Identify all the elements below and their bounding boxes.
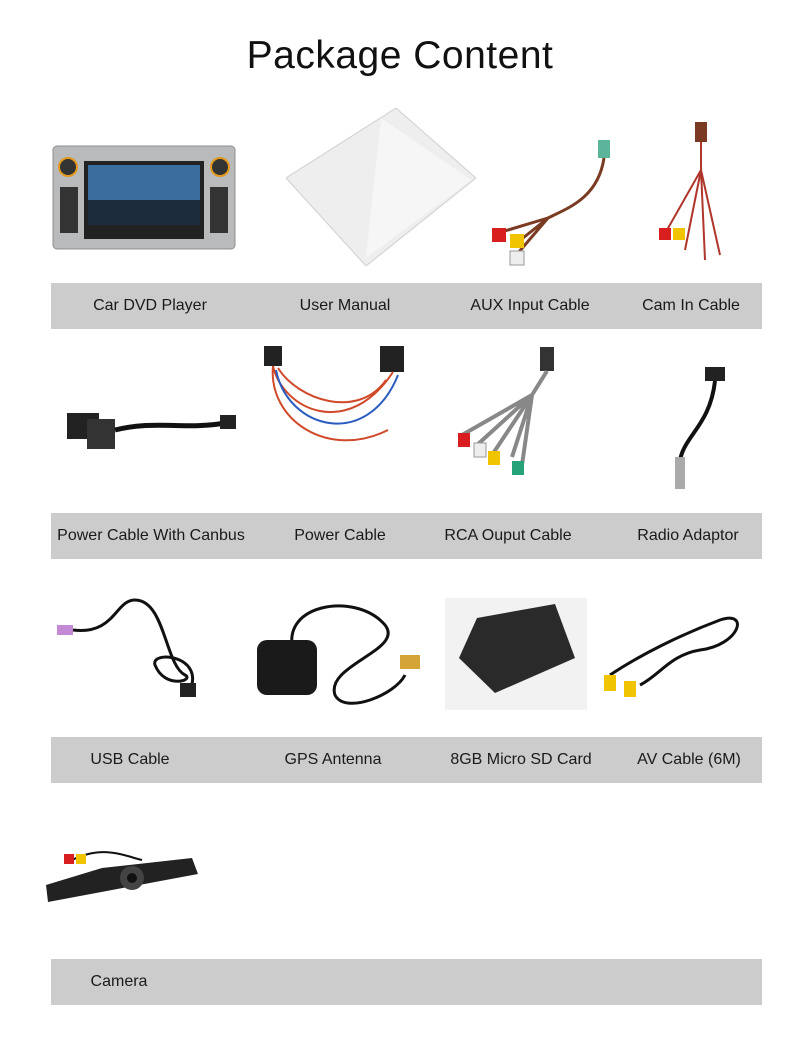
- usb-cable-image: [57, 598, 196, 697]
- radio-adaptor-image: [675, 367, 725, 489]
- page-title: Package Content: [246, 34, 554, 77]
- rca-output-cable-image: [458, 347, 554, 475]
- item-label-car-dvd-player: Car DVD Player: [93, 297, 207, 314]
- item-label-radio-adaptor: Radio Adaptor: [637, 527, 739, 544]
- item-label-power-cable: Power Cable: [294, 527, 386, 544]
- gps-antenna-image: [257, 604, 420, 705]
- item-label-camera: Camera: [90, 973, 148, 990]
- item-label-user-manual: User Manual: [299, 297, 391, 314]
- item-label-rca-output-cable: RCA Ouput Cable: [444, 527, 572, 544]
- item-label-gps-antenna: GPS Antenna: [284, 751, 382, 768]
- item-label-power-cable-canbus: Power Cable With Canbus: [57, 527, 245, 544]
- label-bar-row-1: Car DVD Player User Manual AUX Input Cab…: [51, 283, 762, 329]
- av-cable-image: [604, 616, 739, 697]
- item-label-aux-input-cable: AUX Input Cable: [470, 297, 590, 314]
- power-cable-image: [264, 346, 404, 442]
- item-label-micro-sd-card: 8GB Micro SD Card: [450, 751, 592, 768]
- aux-input-cable-image: [492, 140, 610, 266]
- car-dvd-player-image: [52, 145, 236, 250]
- item-label-av-cable: AV Cable (6M): [637, 751, 741, 768]
- micro-sd-card-image: [445, 598, 587, 710]
- label-bar-row-4: Camera: [51, 959, 762, 1005]
- camera-image: [46, 851, 198, 902]
- item-label-cam-in-cable: Cam In Cable: [642, 297, 740, 314]
- user-manual-image: [286, 108, 476, 266]
- label-bar-row-3: USB Cable GPS Antenna 8GB Micro SD Card …: [51, 737, 762, 783]
- power-cable-canbus-image: [67, 413, 236, 449]
- cam-in-cable-image: [659, 122, 721, 261]
- item-label-usb-cable: USB Cable: [90, 751, 170, 768]
- label-bar-row-2: Power Cable With Canbus Power Cable RCA …: [51, 513, 762, 559]
